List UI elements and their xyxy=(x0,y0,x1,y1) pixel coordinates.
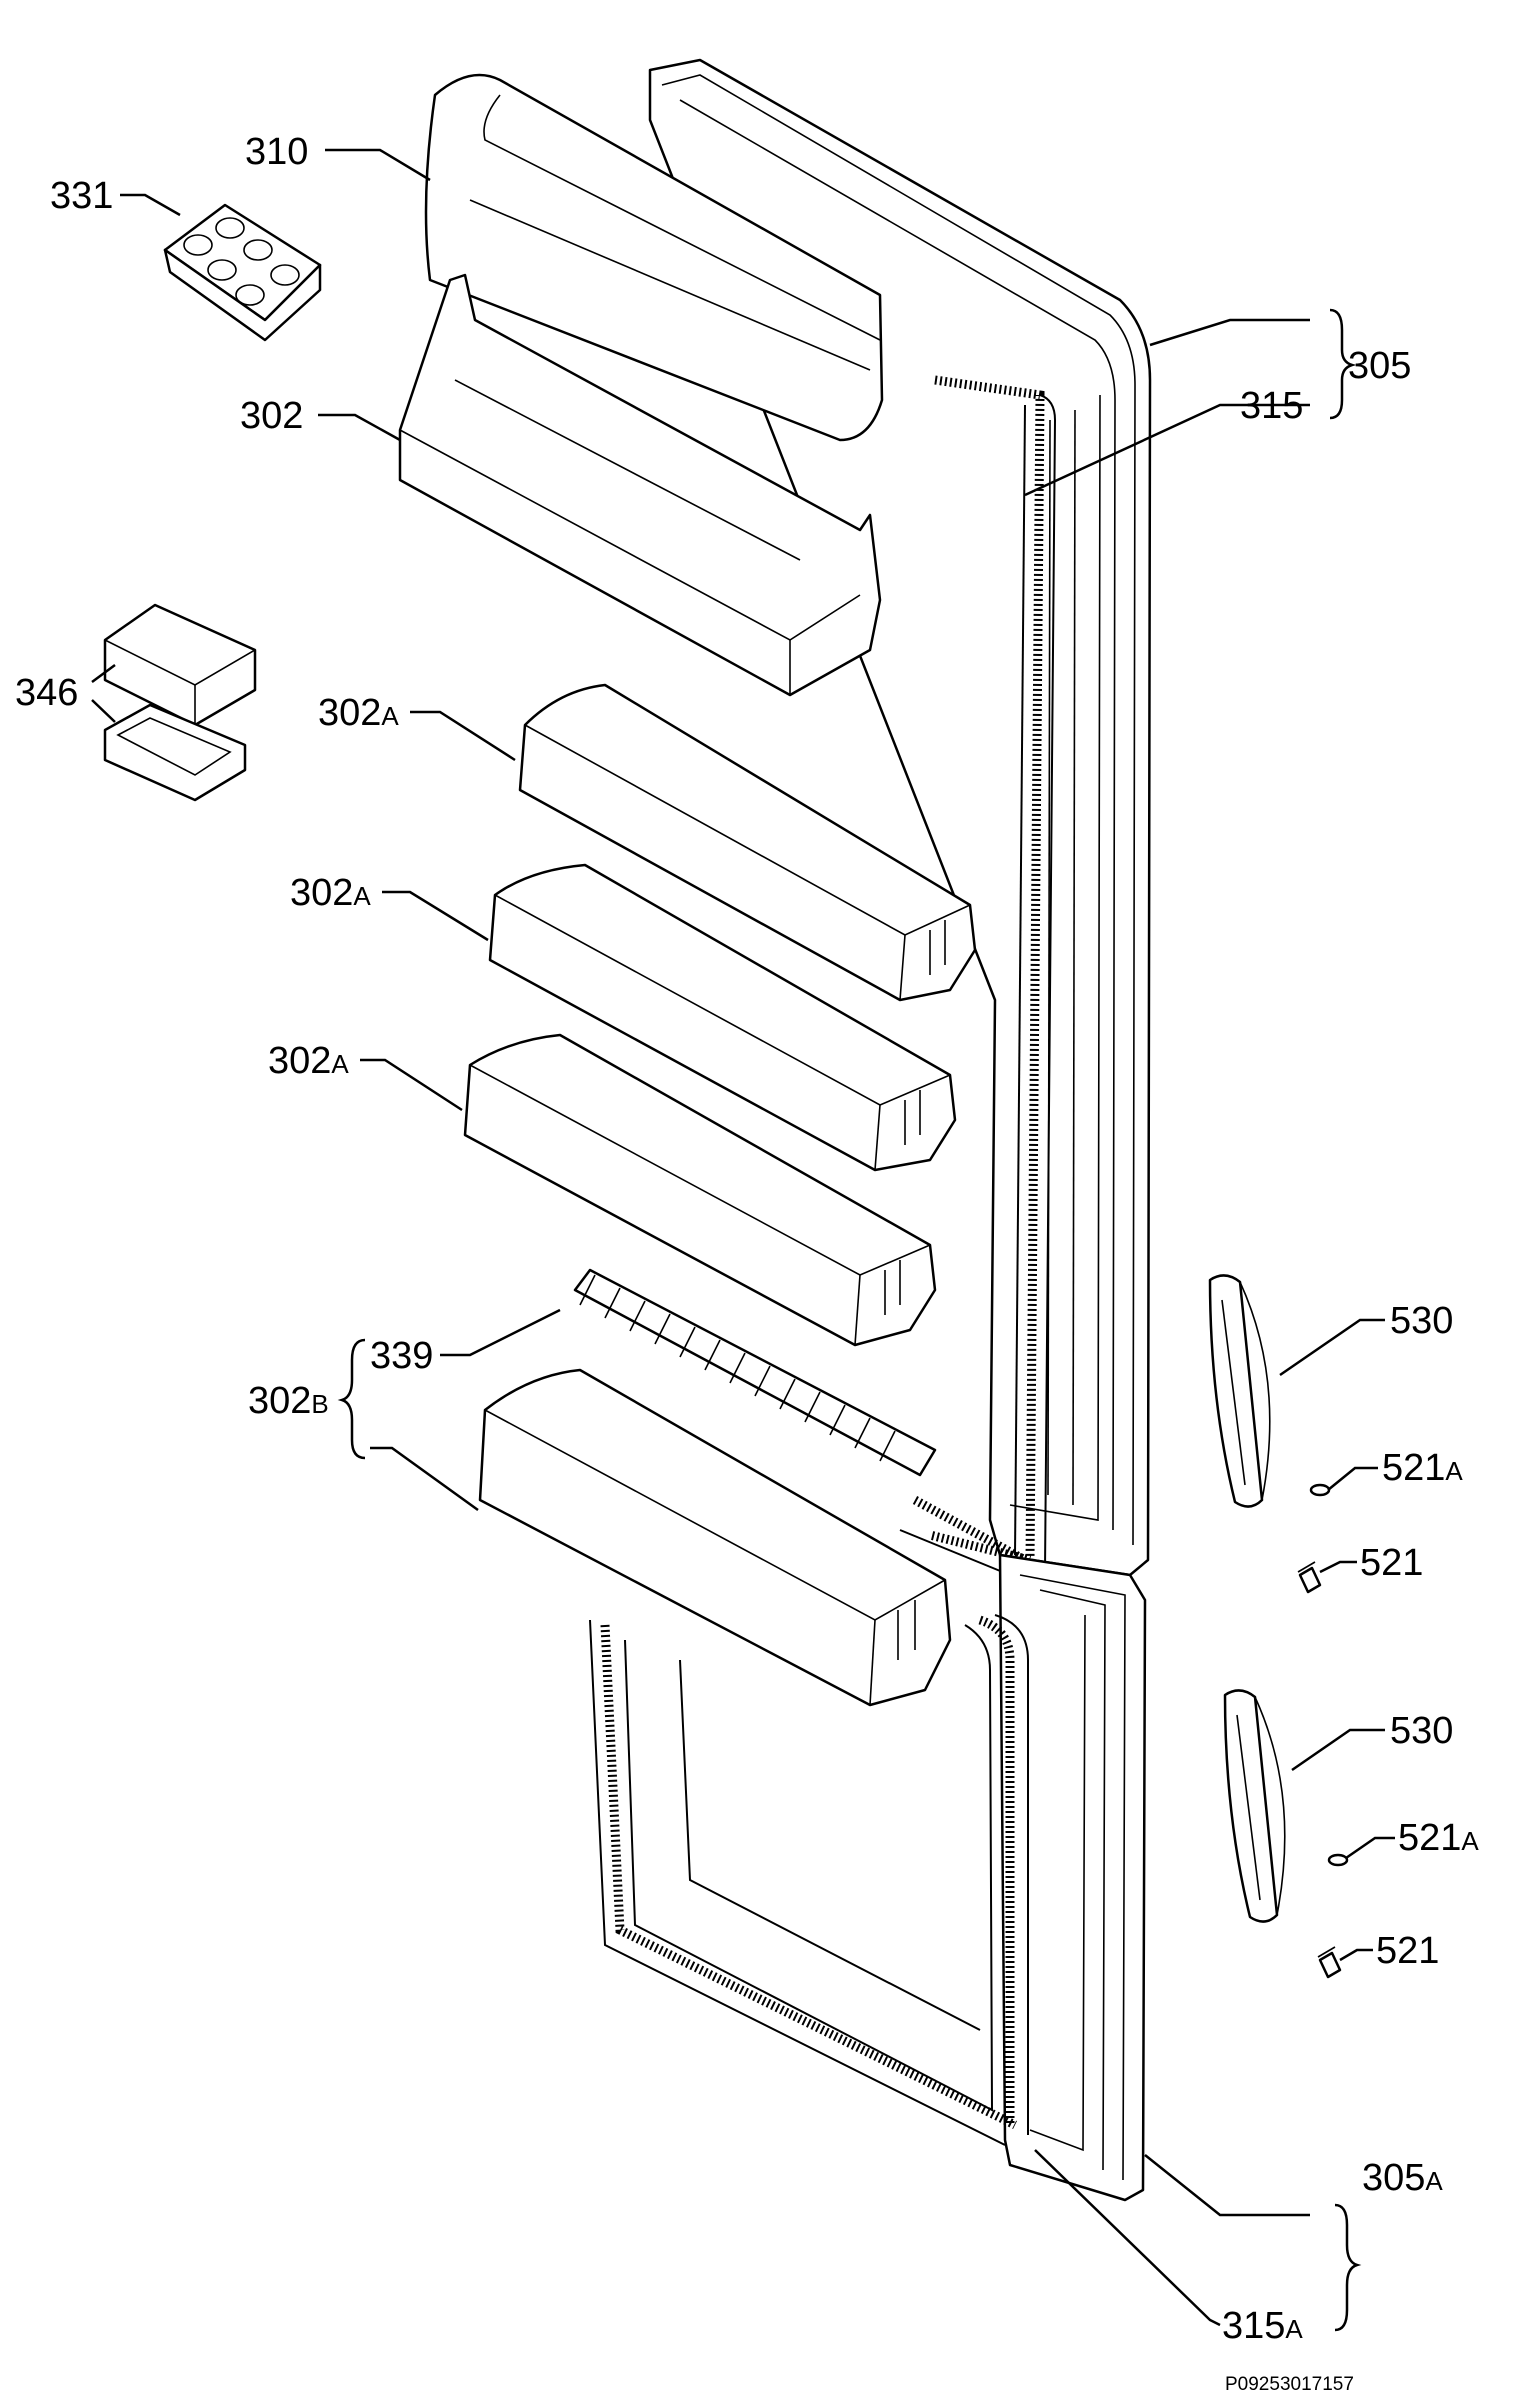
label-315a: 315A xyxy=(1222,2305,1303,2347)
label-302a-2: 302A xyxy=(290,872,371,914)
part-302b-bottom-shelf xyxy=(478,1368,952,1707)
label-302b: 302B xyxy=(248,1380,329,1422)
part-521a-cap-upper xyxy=(1309,1483,1331,1497)
label-521-upper: 521 xyxy=(1360,1542,1423,1584)
label-521a-upper: 521A xyxy=(1382,1447,1463,1489)
part-302-top-shelf xyxy=(398,273,882,697)
label-302a-3: 302A xyxy=(268,1040,349,1082)
label-310: 310 xyxy=(245,131,308,173)
part-530-handle-upper xyxy=(1208,1274,1271,1508)
brace-305 xyxy=(1329,308,1357,420)
part-521-screw-upper xyxy=(1297,1561,1322,1594)
part-530-handle-lower xyxy=(1223,1689,1286,1923)
label-339: 339 xyxy=(370,1335,433,1377)
label-530-lower: 530 xyxy=(1390,1710,1453,1752)
label-530-upper: 530 xyxy=(1390,1300,1453,1342)
label-346: 346 xyxy=(15,672,78,714)
part-302a-shelf-1 xyxy=(518,683,977,1002)
drawing-code: P09253017157 xyxy=(1225,2374,1354,2395)
brace-302b xyxy=(337,1338,366,1460)
leader-lines xyxy=(91,148,1395,2327)
label-302: 302 xyxy=(240,395,303,437)
part-521-screw-lower xyxy=(1317,1946,1342,1979)
part-310-dairy-cover xyxy=(424,73,884,442)
part-339-bottle-rack xyxy=(573,1268,937,1477)
label-305a: 305A xyxy=(1362,2157,1443,2199)
label-521a-lower: 521A xyxy=(1398,1817,1479,1859)
label-302a-1: 302A xyxy=(318,692,399,734)
part-521a-cap-lower xyxy=(1327,1853,1349,1867)
label-521-lower: 521 xyxy=(1376,1930,1439,1972)
label-305: 305 xyxy=(1348,345,1411,387)
label-331: 331 xyxy=(50,175,113,217)
lower-door-305a xyxy=(998,1553,1147,2202)
lower-gasket-315a xyxy=(589,1614,1029,2146)
upper-gasket-315 xyxy=(899,375,1057,1576)
part-302a-shelf-2 xyxy=(488,863,957,1172)
label-315: 315 xyxy=(1240,385,1303,427)
brace-305a xyxy=(1334,2203,1362,2332)
part-331-egg-tray xyxy=(163,203,322,342)
part-346-container xyxy=(103,603,257,802)
part-302a-shelf-3 xyxy=(463,1033,937,1347)
